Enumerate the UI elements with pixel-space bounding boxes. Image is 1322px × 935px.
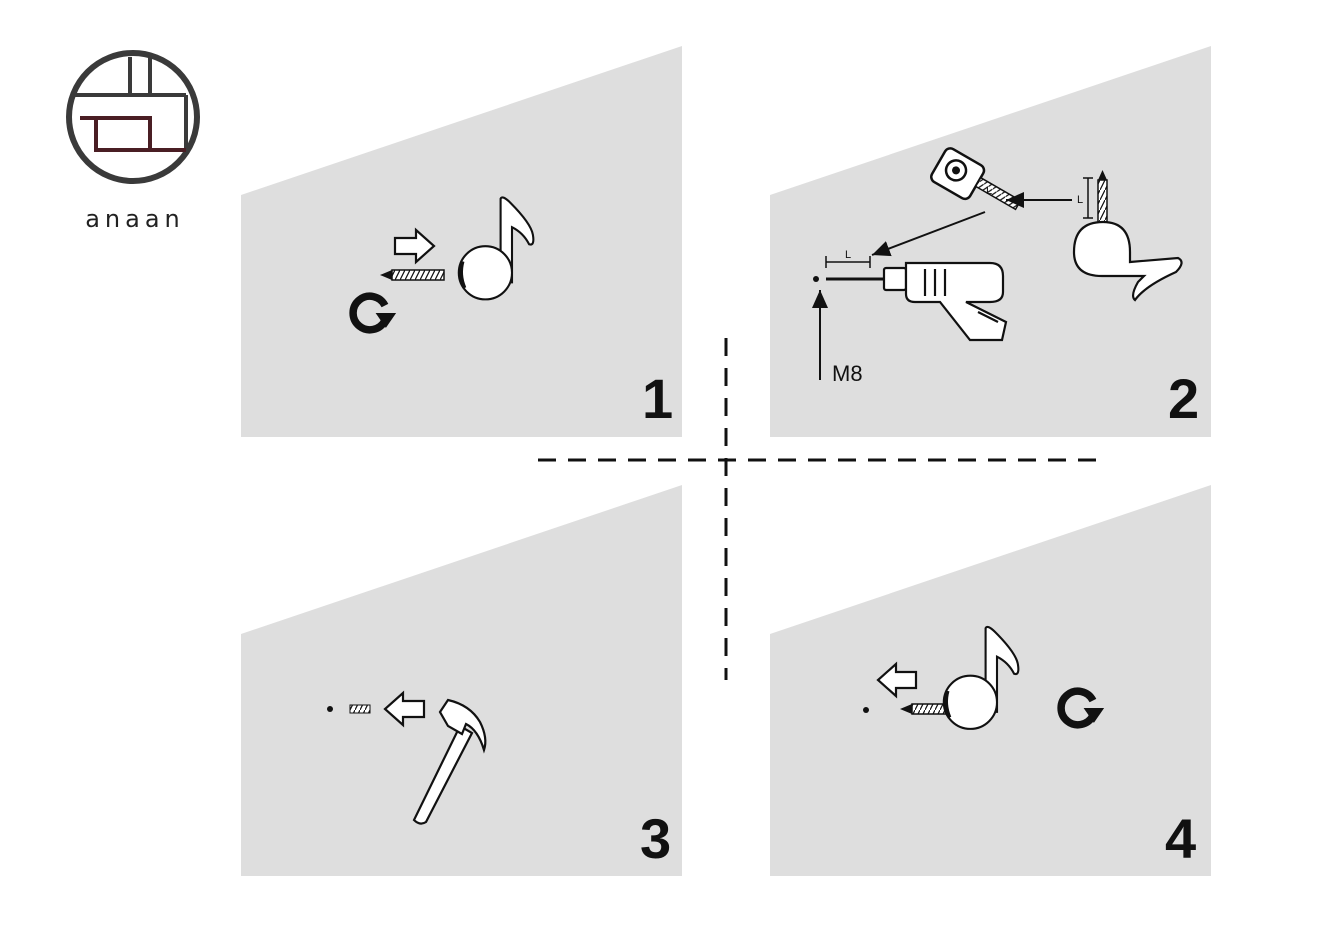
arrow-left-icon (383, 690, 426, 728)
arrow-left-icon (876, 661, 918, 699)
drill-icon (826, 261, 1008, 342)
length-label: L (986, 185, 992, 197)
panel-3 (241, 485, 682, 876)
bit-length-label: L (845, 249, 851, 261)
panel-2 (770, 46, 1211, 437)
panel-1 (241, 46, 682, 437)
screw-icon (380, 269, 445, 281)
music-note-hook-icon (1072, 220, 1183, 302)
step-1: 1 (353, 195, 673, 430)
drill-point (813, 276, 819, 282)
drill-point (327, 706, 333, 712)
dashed-divider (538, 338, 1105, 680)
arrow-right-icon (393, 227, 436, 265)
step-number: 3 (640, 807, 671, 870)
hammer-icon (412, 698, 487, 825)
step-3: 3 (327, 690, 671, 870)
step-number: 4 (1165, 807, 1196, 870)
step-2: L L M8 (812, 147, 1199, 430)
arrow-line (871, 211, 986, 257)
drill-size-label: M8 (832, 361, 863, 386)
screw-length-label: L (1077, 194, 1083, 206)
step-number: 1 (642, 367, 673, 430)
brand-name: anaan (85, 205, 185, 233)
drill-point (863, 707, 869, 713)
wall-plug-icon (349, 704, 371, 714)
brand-logo (66, 50, 200, 184)
bit-length-dimension (825, 256, 871, 268)
step-number: 2 (1168, 367, 1199, 430)
step-4: 4 (863, 627, 1196, 870)
